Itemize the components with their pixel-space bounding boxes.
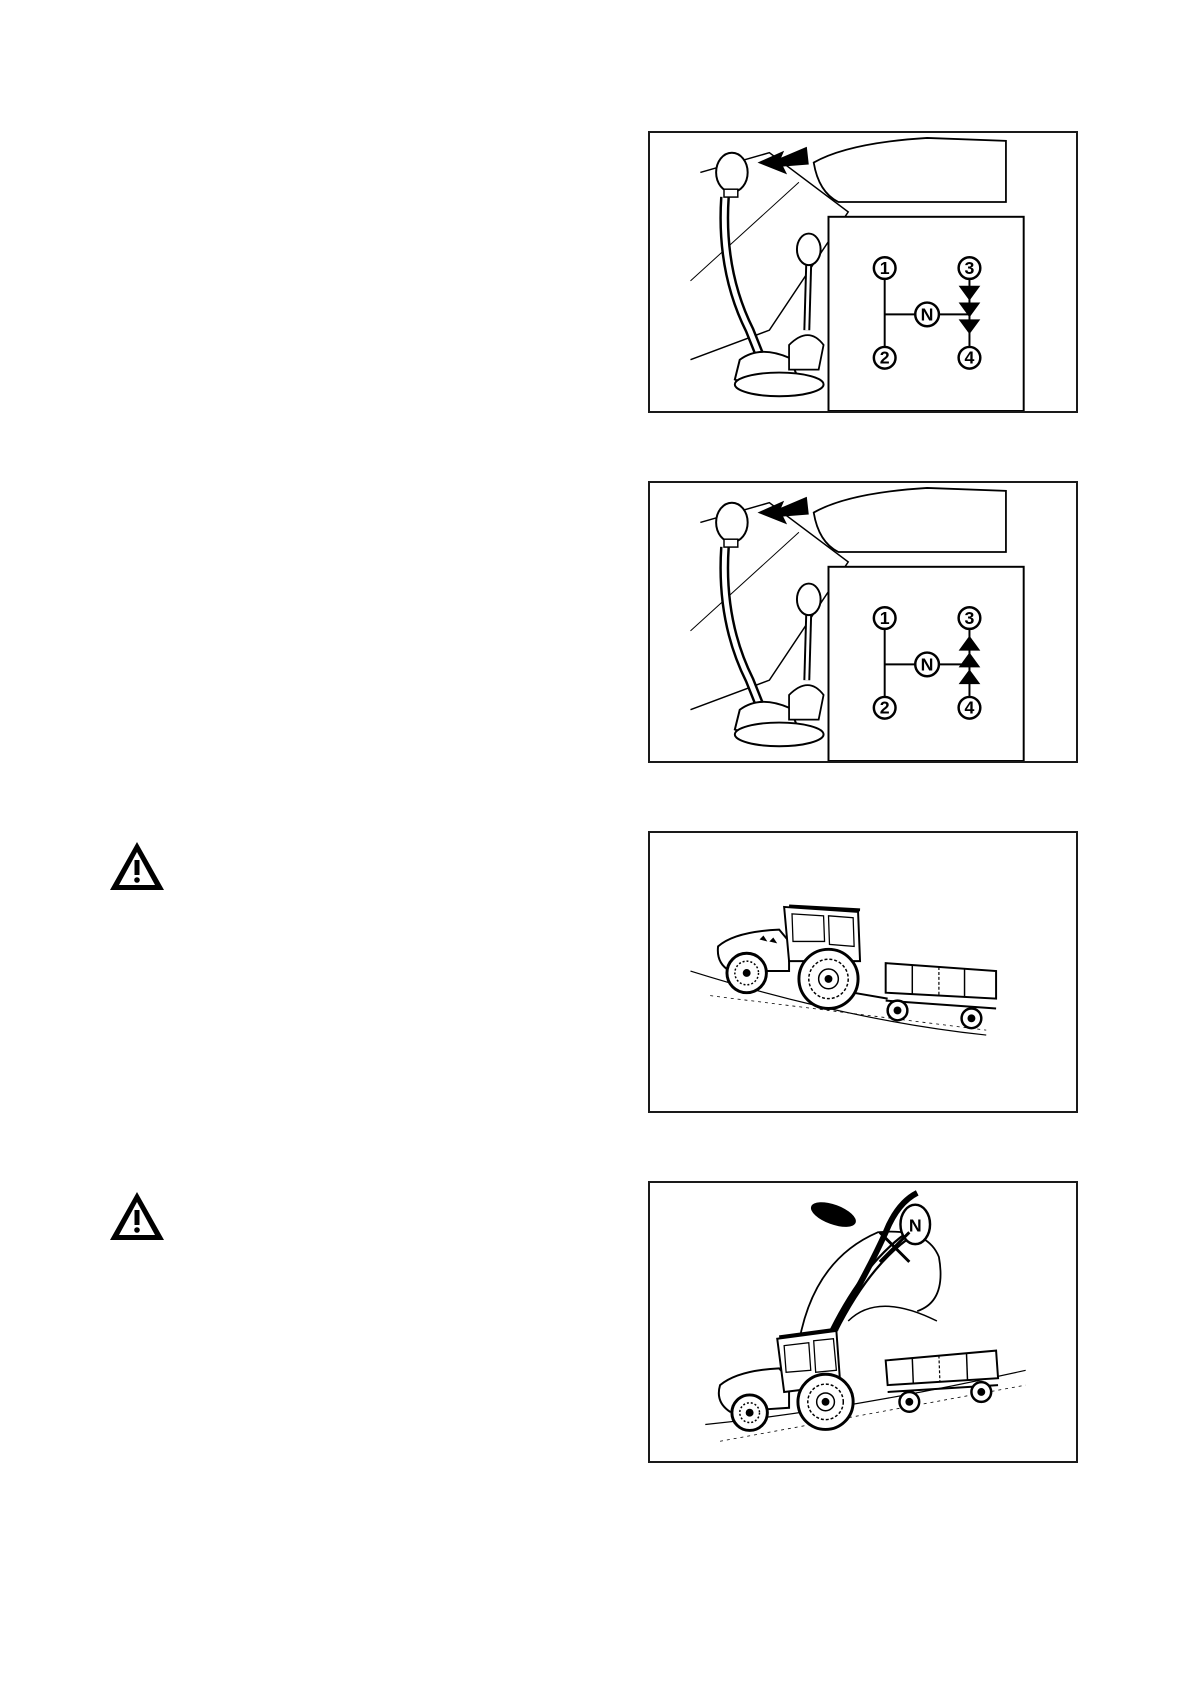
- figure-gear-lever-shift-up: 1 2 N 3 4: [648, 481, 1078, 763]
- figure-gear-lever-shift-down: 1 2 N 3 4: [648, 131, 1078, 413]
- gear-label-3: 3: [965, 608, 975, 628]
- figure-tractor-on-slope: [648, 831, 1078, 1113]
- gear-label-1: 1: [880, 258, 890, 278]
- gear-label-4: 4: [965, 348, 975, 368]
- gear-label-2: 2: [880, 698, 890, 718]
- tractor-neutral-warning-illustration: N: [650, 1183, 1076, 1461]
- gear-lever-illustration: 1 2 N 3 4: [650, 483, 1076, 761]
- gear-label-1: 1: [880, 608, 890, 628]
- gear-label-3: 3: [965, 258, 975, 278]
- gear-label-neutral: N: [921, 654, 934, 674]
- gear-label-2: 2: [880, 348, 890, 368]
- warning-triangle-icon: [108, 840, 166, 892]
- gear-label-neutral: N: [921, 304, 934, 324]
- tractor-trailer-illustration: [650, 833, 1076, 1111]
- cross-mark-icon: [880, 1232, 910, 1262]
- gear-lever-illustration: 1 2 N 3 4: [650, 133, 1076, 411]
- figure-tractor-no-neutral: N: [648, 1181, 1078, 1463]
- neutral-label: N: [909, 1215, 922, 1235]
- warning-triangle-icon: [108, 1190, 166, 1242]
- gear-label-4: 4: [965, 698, 975, 718]
